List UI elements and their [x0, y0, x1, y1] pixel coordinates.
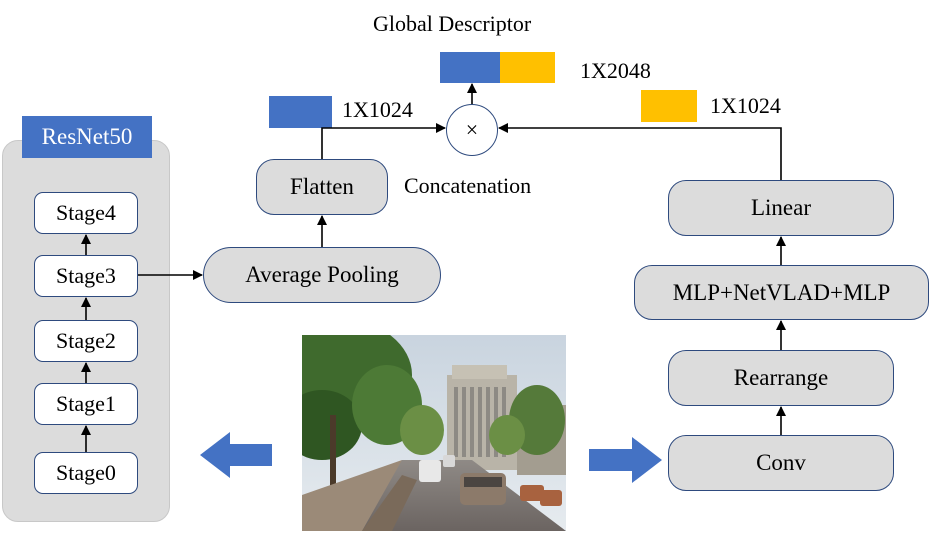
- concat-operator: ×: [446, 104, 498, 156]
- descriptor-gold-part: [500, 52, 555, 83]
- right-feature-block: [641, 90, 697, 122]
- flatten-node: Flatten: [256, 159, 388, 215]
- left-feature-block: [269, 96, 332, 128]
- arrow-flatten-concat: [321, 123, 446, 159]
- right-feature-dim: 1X1024: [710, 93, 781, 118]
- concatenation-label: Concatenation: [404, 173, 532, 198]
- stage2-box: Stage2: [34, 320, 138, 362]
- arrow-linear-concat: [498, 123, 782, 180]
- left-feature-dim: 1X1024: [342, 97, 413, 122]
- multiply-icon: ×: [465, 117, 479, 142]
- linear-node: Linear: [668, 180, 894, 236]
- backbone-title: ResNet50: [22, 116, 152, 158]
- conv-node: Conv: [668, 435, 894, 491]
- rearrange-node: Rearrange: [668, 350, 894, 406]
- stage1-box: Stage1: [34, 383, 138, 425]
- input-street-image: [302, 335, 566, 531]
- average-pooling-node: Average Pooling: [203, 247, 441, 303]
- descriptor-blue-part: [440, 52, 500, 83]
- block-arrow-right: [589, 437, 662, 483]
- mlp-netvlad-node: MLP+NetVLAD+MLP: [634, 265, 929, 320]
- stage4-box: Stage4: [34, 192, 138, 234]
- global-descriptor-dim: 1X2048: [580, 58, 651, 83]
- stage3-box: Stage3: [34, 255, 138, 297]
- stage0-box: Stage0: [34, 452, 138, 494]
- block-arrow-left: [200, 432, 272, 478]
- global-descriptor-title: Global Descriptor: [373, 11, 532, 36]
